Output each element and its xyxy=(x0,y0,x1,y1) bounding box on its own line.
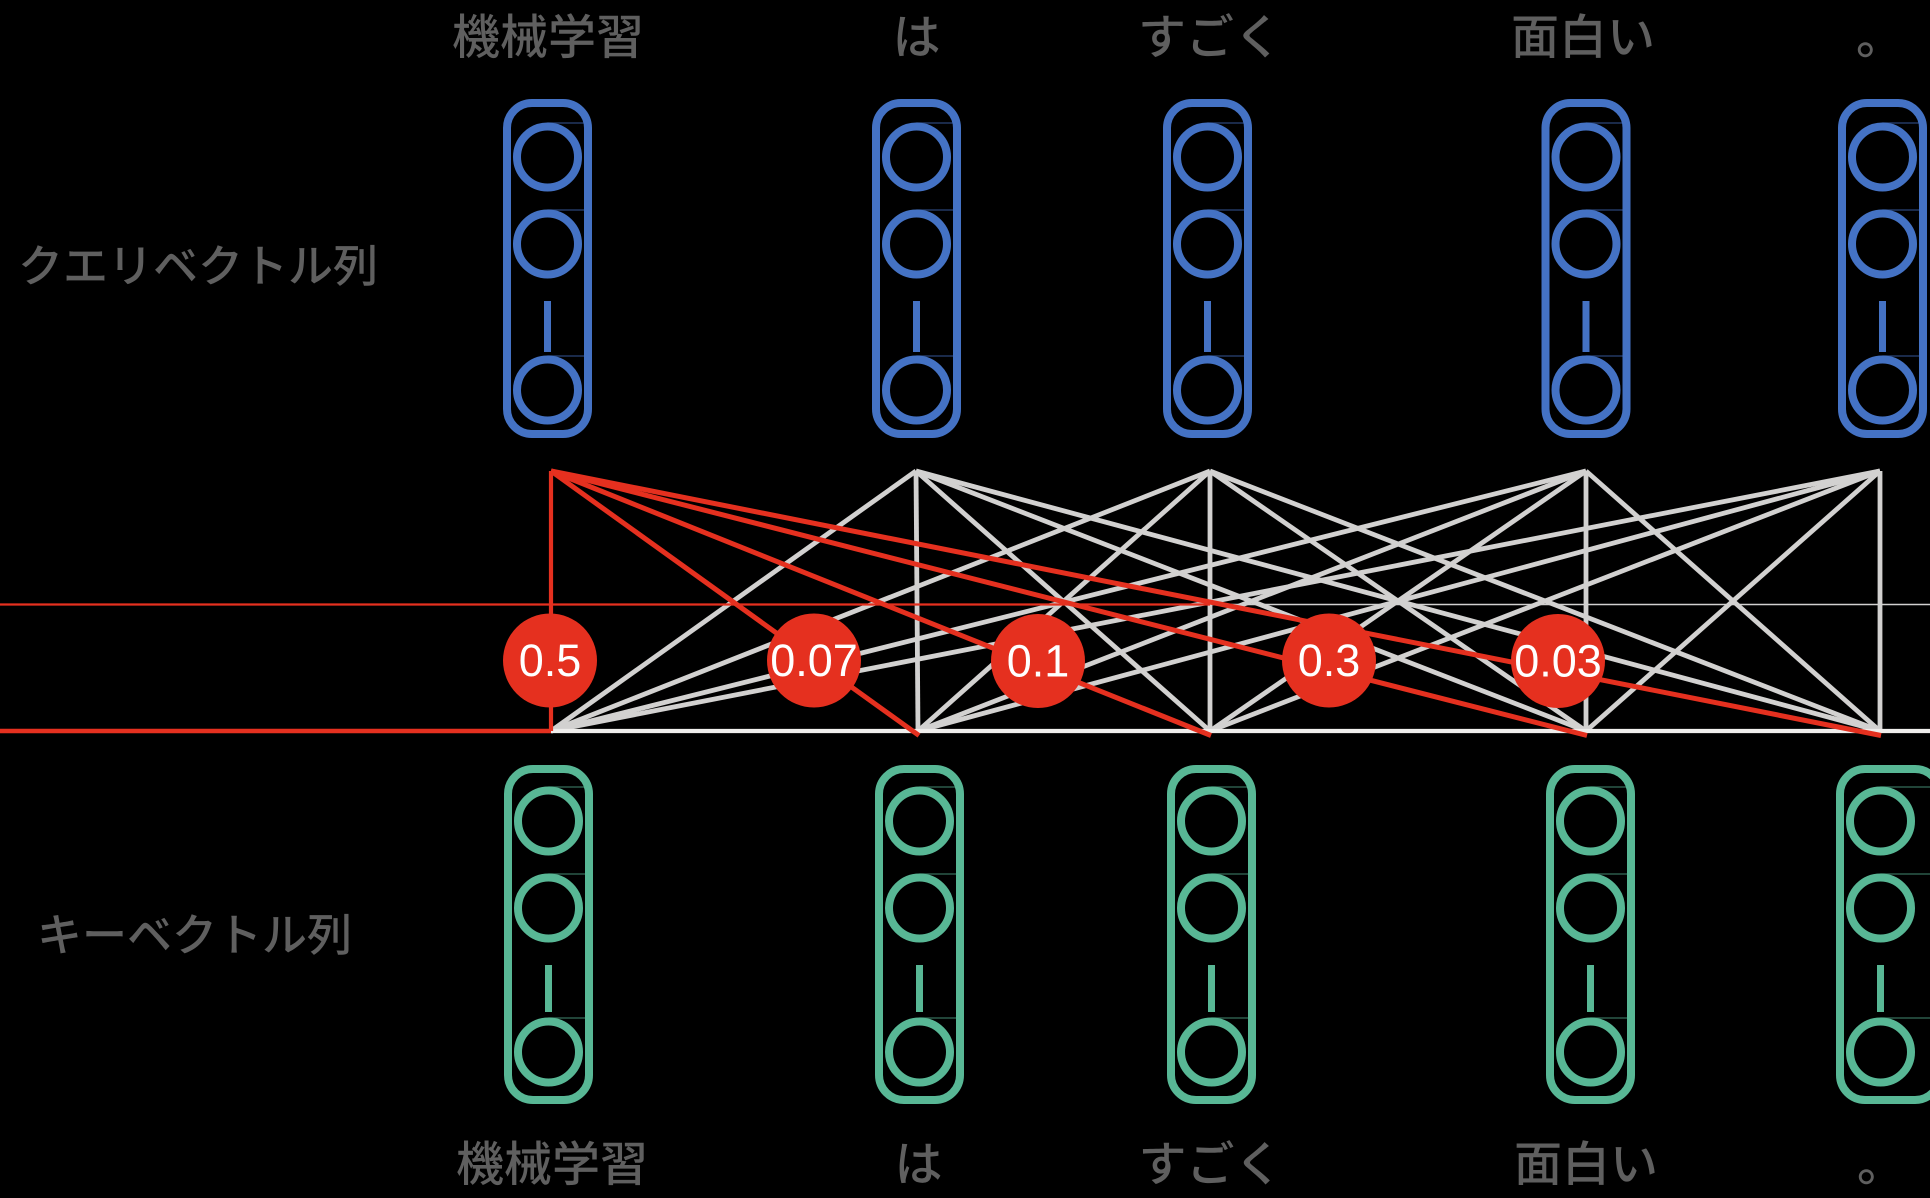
svg-text:0.07: 0.07 xyxy=(770,635,858,686)
svg-text:0.03: 0.03 xyxy=(1514,636,1602,687)
svg-text:0.3: 0.3 xyxy=(1298,635,1361,686)
svg-text:0.1: 0.1 xyxy=(1007,636,1070,687)
svg-text:0.5: 0.5 xyxy=(519,635,582,686)
